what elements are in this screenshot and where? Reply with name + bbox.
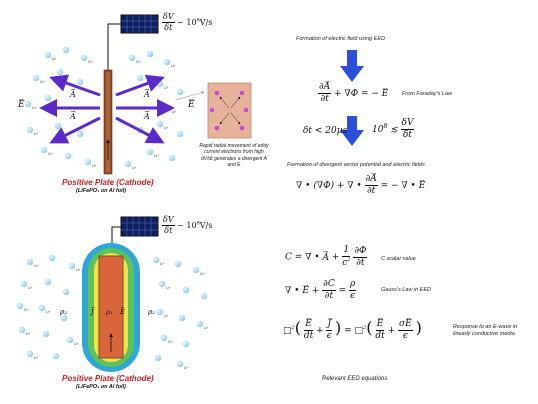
response-note: Response to an E-wave in linearly conduc… xyxy=(453,324,518,338)
plate-label-top: Positive Plate (Cathode) xyxy=(62,178,154,187)
condition-left: δt < 20μs xyxy=(303,126,348,136)
solar-panel-top xyxy=(120,14,159,34)
plate-sub-top: (LiFePO₄ on Al foil) xyxy=(76,188,126,194)
vector-label-2: A xyxy=(70,109,76,121)
gauss-equation: ∇ • E + ∂C∂t = ρϵ xyxy=(285,280,357,301)
cathode-plate-top xyxy=(103,69,113,175)
divergent-title: Formation of divergent vector potential … xyxy=(287,162,425,168)
wire-top xyxy=(107,23,121,70)
plate-sub-bottom: (LiFePO₄ on Al foil) xyxy=(76,384,126,390)
ions-bottom xyxy=(16,254,208,368)
field-label-left: E xyxy=(18,97,25,110)
footer-caption: Relevant EED equations xyxy=(322,376,388,382)
flow-title: Formation of electric field using EED xyxy=(296,36,385,42)
flow-arrows xyxy=(340,50,364,146)
plate-label-bottom: Positive Plate (Cathode) xyxy=(62,374,154,383)
c-scalar-equation: C = ∇ • A + 1c2 ∂Φ∂t xyxy=(285,246,368,268)
vector-label-3: A xyxy=(144,87,150,99)
vector-label-1: A xyxy=(70,87,76,99)
field-label-right: E xyxy=(188,97,195,110)
current-label: J xyxy=(91,305,94,316)
inset-caption: Rapid radial movement of eddy current el… xyxy=(199,143,269,168)
c-scalar-note: C scalar value xyxy=(381,256,416,262)
wave-equation: □2( Edt + Jϵ ) = □2( Edt + σEϵ ) xyxy=(283,317,422,341)
gauss-note: Gauss's Law in EED xyxy=(381,287,431,293)
rho1-label: ρ₁ xyxy=(106,308,113,316)
faraday-equation: ∂A∂t + ∇Φ = − E xyxy=(318,80,388,104)
vector-label-4: A xyxy=(144,109,150,121)
rho2-left: ρ₂ xyxy=(60,308,67,316)
eddy-inset xyxy=(207,82,252,139)
divergence-equation: ∇ • (∇Φ) + ∇ • ∂A∂t = − ∇ • E xyxy=(296,172,425,196)
faraday-note: From Faraday's Law xyxy=(402,91,452,97)
rho2-right: ρ₂ xyxy=(148,308,155,316)
solar-panel-bottom xyxy=(120,216,159,237)
field-inner-label: E xyxy=(120,305,125,316)
field-zones xyxy=(82,243,140,372)
